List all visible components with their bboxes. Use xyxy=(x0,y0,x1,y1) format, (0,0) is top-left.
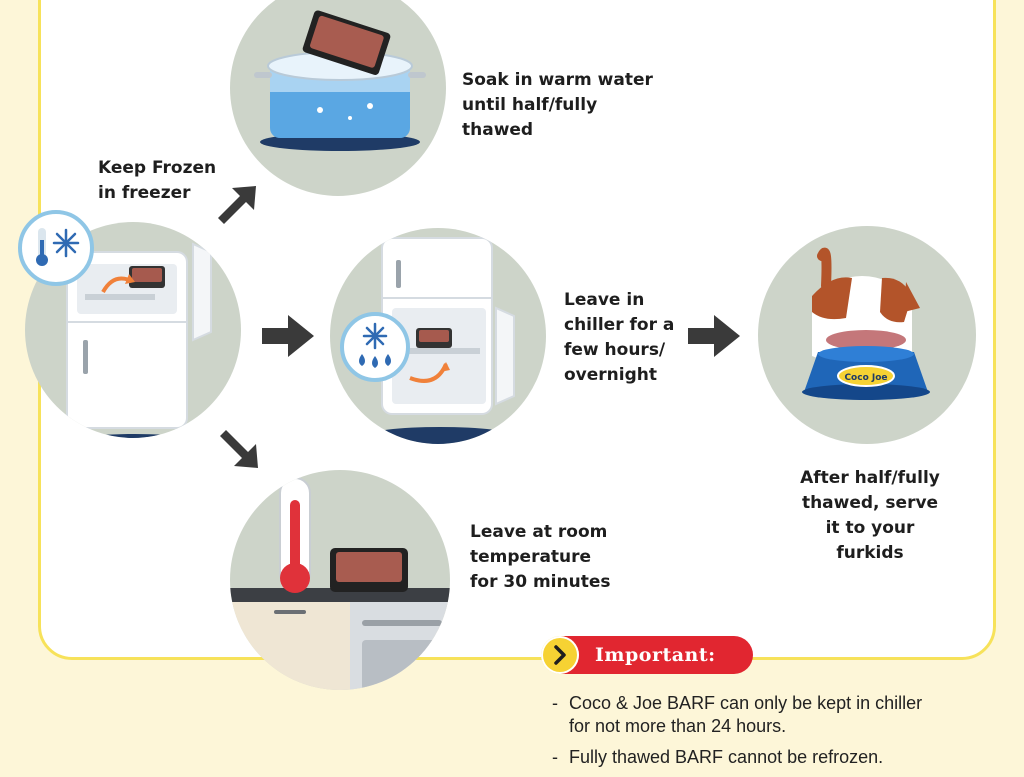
note-line: for not more than 24 hours. xyxy=(569,716,787,736)
important-notes-list: - Coco & Joe BARF can only be kept in ch… xyxy=(552,692,1012,777)
room-temperature-illustration xyxy=(230,470,450,690)
important-title: Important: xyxy=(595,644,716,666)
warm-water-illustration xyxy=(230,0,446,196)
important-badge: Important: xyxy=(541,636,753,674)
note-line: Coco & Joe BARF can only be kept in chil… xyxy=(569,693,923,713)
step-room-temp-label: Leave at room temperature for 30 minutes xyxy=(470,522,611,592)
arrow-up-right-icon xyxy=(218,186,256,224)
important-note: - Coco & Joe BARF can only be kept in ch… xyxy=(552,693,923,736)
chevron-right-icon xyxy=(541,636,579,674)
snowflake-droplet-icon xyxy=(340,312,410,382)
step-serve-label: After half/fully thawed, serve it to you… xyxy=(800,468,940,563)
arrow-right-to-serve-icon xyxy=(688,315,740,357)
step-chiller-label: Leave in chiller for a few hours/ overni… xyxy=(564,290,675,385)
arrow-down-right-icon xyxy=(220,430,258,468)
bowl-brand-label: Coco Joe xyxy=(844,373,887,383)
arrow-right-icon xyxy=(262,315,314,357)
snowflake-thermometer-icon xyxy=(18,210,94,286)
important-note: - Fully thawed BARF cannot be refrozen. xyxy=(552,747,884,767)
step-freezer-label: Keep Frozen in freezer xyxy=(98,158,217,203)
note-line: Fully thawed BARF cannot be refrozen. xyxy=(569,747,884,767)
serve-illustration: Coco Joe xyxy=(758,226,976,444)
step-warm-water-label: Soak in warm water until half/fully thaw… xyxy=(462,70,653,140)
important-bar xyxy=(561,636,753,674)
